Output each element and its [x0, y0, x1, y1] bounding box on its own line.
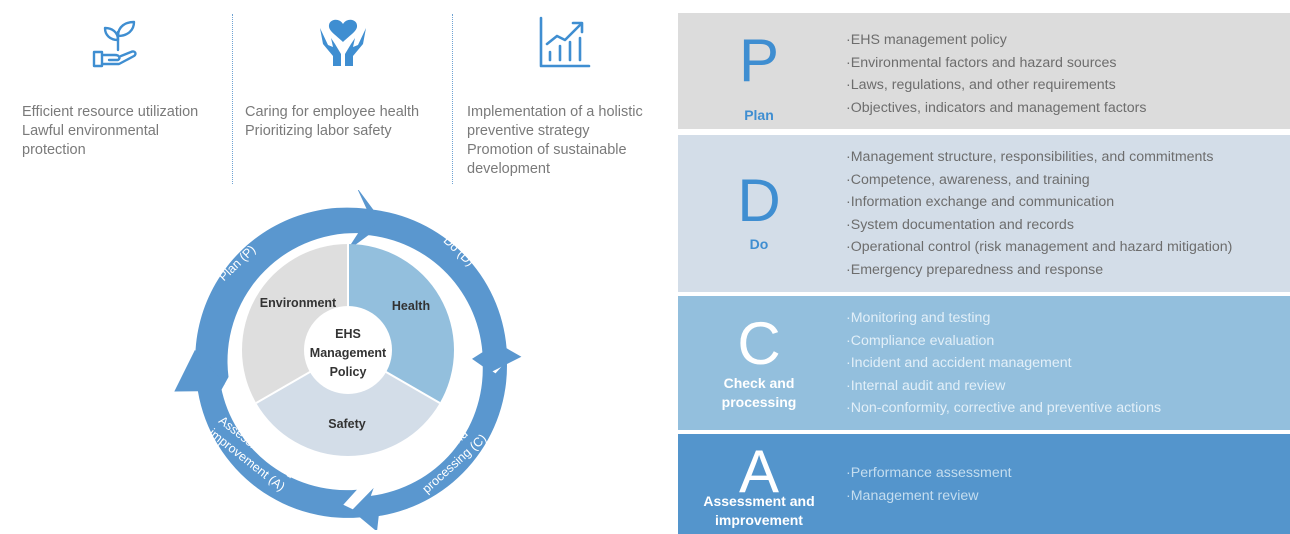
list-item: Management review	[846, 485, 1012, 508]
stage-check: C Check and processing Monitoring and te…	[678, 296, 1290, 430]
list-item: Incident and accident management	[846, 352, 1161, 375]
pillar-environment: Efficient resource utilization Lawful en…	[22, 0, 232, 185]
assess-arrow	[174, 350, 368, 518]
list-item: Environmental factors and hazard sources	[846, 52, 1146, 75]
list-item: Competence, awareness, and training	[846, 169, 1232, 192]
growth-chart-icon	[539, 16, 591, 68]
stage-check-letter: C	[737, 310, 781, 377]
stage-plan-items: EHS management policy Environmental fact…	[846, 29, 1147, 120]
stage-check-items: Monitoring and testing Compliance evalua…	[846, 307, 1161, 420]
list-item: Management structure, responsibilities, …	[846, 146, 1232, 169]
list-item: Performance assessment	[846, 462, 1012, 485]
stage-assessment-name: Assessment and improvement	[703, 493, 815, 528]
pillar-strategy: Implementation of a holistic preventive …	[467, 0, 677, 185]
stage-do: D Do Management structure, responsibilit…	[678, 135, 1290, 292]
list-item: EHS management policy	[846, 29, 1146, 52]
stage-assessment: A Assessment and improvement Performance…	[678, 434, 1290, 534]
stage-assessment-letter: A	[738, 438, 780, 505]
hands-heart-icon	[320, 19, 366, 66]
stage-assessment-items: Performance assessment Management review	[846, 462, 1012, 507]
stage-plan-name: Plan	[744, 107, 774, 123]
pdca-cycle-diagram: Environment Health Safety EHS Management…	[174, 190, 522, 530]
pillar-health-text: Caring for employee health Prioritizing …	[245, 104, 420, 139]
list-item: Emergency preparedness and response	[846, 259, 1232, 282]
center-label: EHS Management Policy	[310, 327, 387, 379]
pillar-strategy-text: Implementation of a holistic preventive …	[467, 104, 643, 177]
list-item: Compliance evaluation	[846, 330, 1161, 353]
health-label: Health	[392, 299, 430, 313]
stage-do-items: Management structure, responsibilities, …	[846, 146, 1233, 282]
list-item: Operational control (risk management and…	[846, 236, 1233, 259]
pillar-divider	[452, 14, 453, 184]
safety-label: Safety	[328, 417, 366, 431]
svg-text:Policy: Policy	[330, 365, 367, 379]
stage-plan-letter: P	[738, 27, 780, 94]
environment-label: Environment	[260, 296, 337, 310]
pillar-health: Caring for employee health Prioritizing …	[245, 0, 450, 185]
stage-do-name: Do	[749, 236, 769, 252]
list-item: Internal audit and review	[846, 375, 1161, 398]
list-item: Information exchange and communication	[846, 191, 1232, 214]
check-arrow	[351, 360, 507, 530]
list-item: System documentation and records	[846, 214, 1232, 237]
pillar-environment-text: Efficient resource utilization Lawful en…	[22, 104, 199, 158]
list-item: Laws, regulations, and other requirement…	[846, 74, 1146, 97]
list-item: Non-conformity, corrective and preventiv…	[846, 397, 1161, 420]
svg-text:Management: Management	[310, 346, 387, 360]
hand-plant-icon	[92, 20, 137, 68]
list-item: Monitoring and testing	[846, 307, 1161, 330]
center-circle	[304, 306, 392, 394]
do-arrow	[358, 209, 522, 373]
stage-do-letter: D	[737, 167, 781, 234]
svg-text:EHS: EHS	[335, 327, 361, 341]
stage-check-name: Check and processing	[721, 375, 797, 410]
stage-plan: P Plan EHS management policy Environment…	[678, 13, 1290, 129]
pillar-divider	[232, 14, 233, 184]
list-item: Objectives, indicators and management fa…	[846, 97, 1147, 120]
